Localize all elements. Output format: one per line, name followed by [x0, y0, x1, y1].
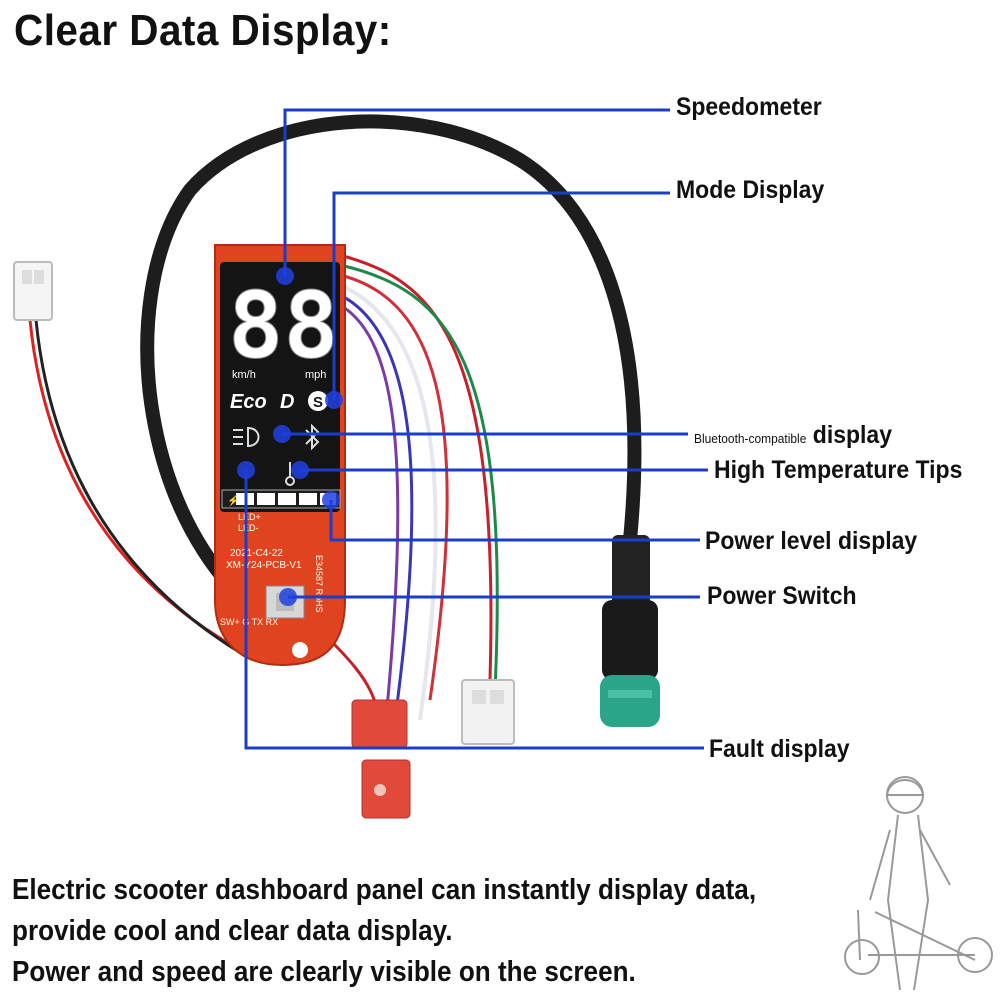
unit-kmh: km/h [232, 369, 256, 381]
unit-mph: mph [305, 369, 326, 381]
callout-mode-display: Mode Display [676, 176, 825, 204]
pcb-pins-label: SW+ G TX RX [220, 617, 278, 627]
callout-lines [244, 108, 708, 750]
mount-hole [292, 642, 308, 658]
callout-bluetooth-suffix: display [812, 421, 893, 449]
wire-white [339, 283, 438, 721]
footer-line-2: provide cool and clear data display. [12, 915, 453, 947]
headlight-icon [233, 426, 260, 448]
callout-high-temp: High Temperature Tips [714, 456, 963, 484]
led-minus-label: LED- [238, 523, 259, 533]
callout-bluetooth: Bluetooth-compatible display [694, 421, 892, 450]
callout-fault: Fault display [709, 735, 850, 763]
rider-scooter-sketch [844, 776, 993, 991]
wire-green [339, 263, 499, 691]
display-screen [220, 262, 340, 512]
pcb-date-label: 2021-C4-22 [230, 548, 283, 559]
pcb-model-label: XM-Y24-PCB-V1 [226, 560, 302, 571]
left-wire-black [34, 319, 245, 657]
wire-red-1 [339, 253, 493, 681]
callout-power-level: Power level display [705, 527, 918, 555]
waterproof-connector [600, 535, 660, 727]
spade-terminals [351, 699, 411, 819]
footer-description: Electric scooter dashboard panel can ins… [12, 870, 756, 993]
mode-s: S [313, 394, 323, 411]
speed-digits: 88 [228, 272, 339, 379]
wire-blue [339, 293, 414, 721]
wire-purple [339, 303, 400, 731]
page-title: Clear Data Display: [14, 6, 392, 55]
sport-mode-icon [308, 391, 328, 411]
footer-line-3: Power and speed are clearly visible on t… [12, 956, 636, 988]
left-wire-red [28, 319, 241, 652]
callout-dots [237, 267, 343, 606]
callout-power-switch: Power Switch [707, 582, 857, 610]
white-plug [461, 679, 515, 745]
mode-d: D [280, 391, 294, 413]
led-plus-label: LED+ [238, 512, 261, 522]
callout-bluetooth-prefix: Bluetooth-compatible [694, 431, 807, 446]
rohs-label: E34587 RoHS [314, 555, 324, 613]
thermometer-icon [285, 462, 295, 486]
svg-text:⚡: ⚡ [227, 494, 239, 507]
wire-red-2 [339, 273, 449, 701]
left-plug [13, 261, 53, 321]
footer-line-1: Electric scooter dashboard panel can ins… [12, 874, 757, 906]
main-cable [140, 114, 642, 647]
callout-speedometer: Speedometer [676, 93, 822, 121]
mode-eco: Eco [230, 391, 267, 413]
